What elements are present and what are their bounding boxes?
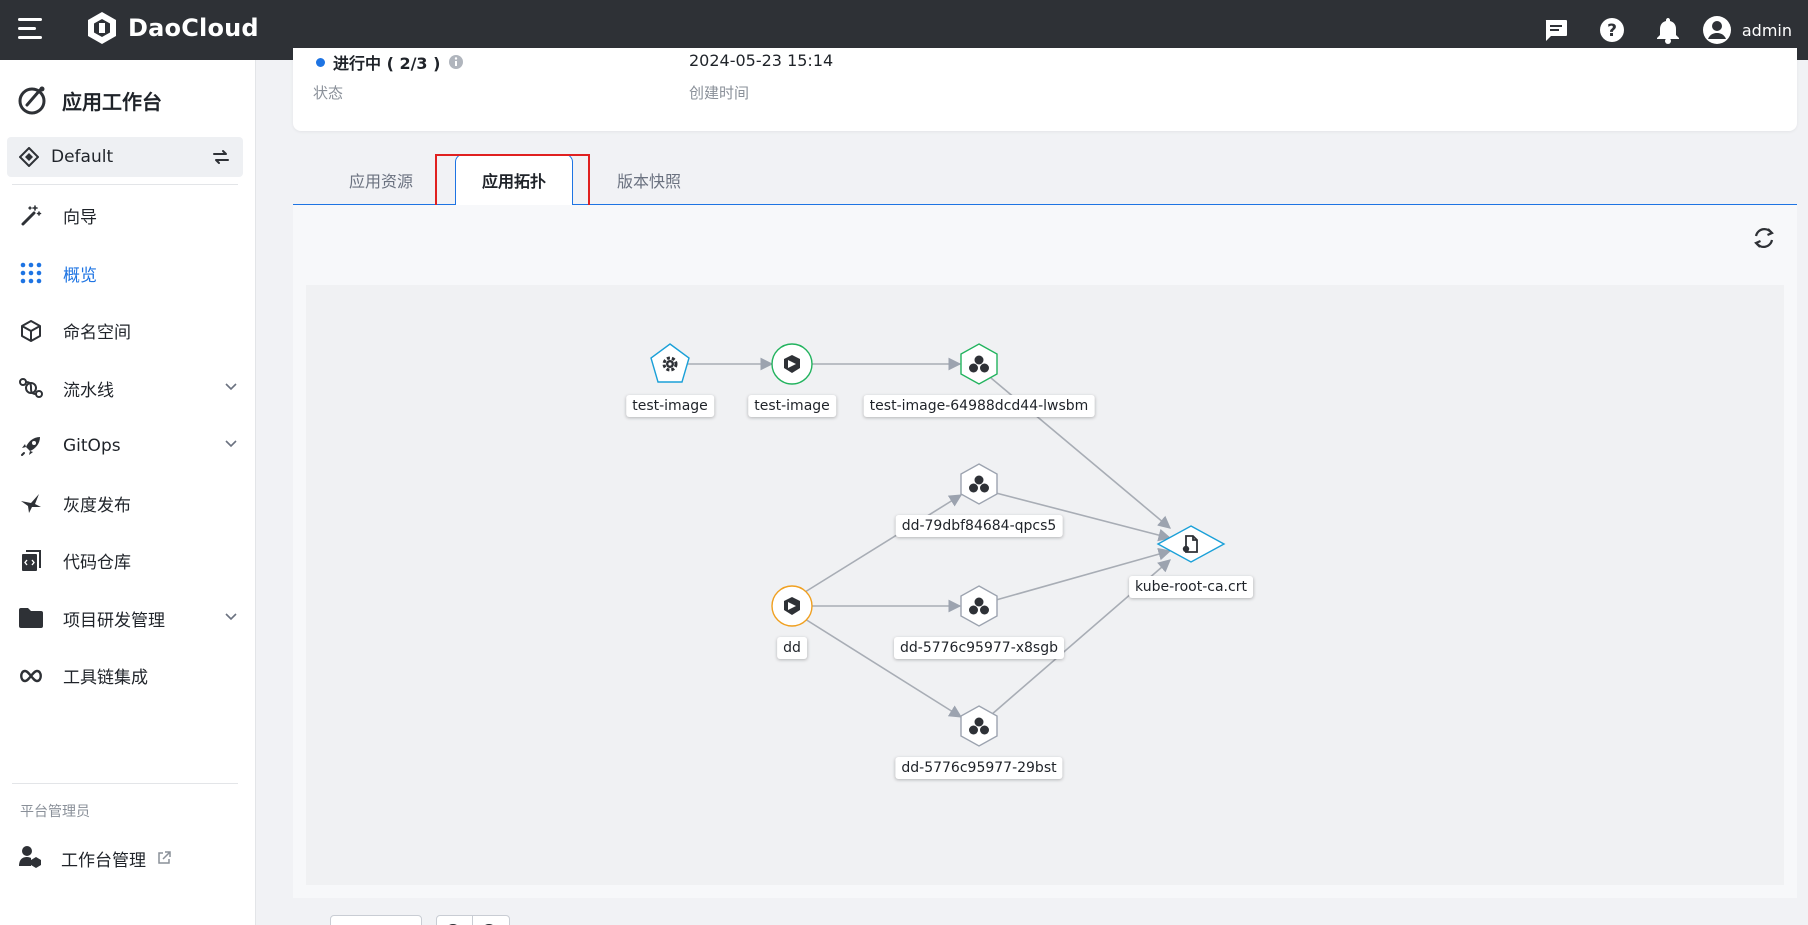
- sidebar-item-canary[interactable]: 灰度发布: [0, 475, 256, 533]
- message-icon[interactable]: [1528, 0, 1584, 60]
- info-card: 进行中 ( 2/3 ) 状态 2024-05-23 15:14 创建时间: [293, 48, 1797, 131]
- topology-node-dd[interactable]: [770, 584, 814, 628]
- sidebar-item-guide[interactable]: 向导: [0, 187, 256, 245]
- daocloud-logo-icon: [88, 12, 116, 44]
- topology-node-test-image-pod[interactable]: [957, 342, 1001, 386]
- sidebar-item-overview[interactable]: 概览: [0, 245, 256, 303]
- topology-node-dd-x8sgb[interactable]: [957, 584, 1001, 628]
- bird-icon: [18, 490, 44, 516]
- app-title: 应用工作台: [16, 84, 162, 116]
- sidebar-item-pipeline[interactable]: 流水线: [0, 360, 256, 418]
- zoom-out-button[interactable]: [473, 915, 510, 925]
- svg-text:?: ?: [1607, 21, 1617, 41]
- status-row: 进行中 ( 2/3 ): [316, 50, 464, 74]
- info-icon[interactable]: [448, 54, 464, 70]
- tab-version-snapshot[interactable]: 版本快照: [616, 171, 681, 191]
- gear-icon: [662, 356, 678, 372]
- pod-icon: [969, 717, 989, 735]
- node-label: test-image-64988dcd44-lwsbm: [863, 395, 1095, 417]
- zoom-controls: [436, 915, 510, 925]
- code-repo-icon: [18, 548, 44, 574]
- rocket-icon: [18, 433, 44, 459]
- sidebar-item-namespace[interactable]: 命名空间: [0, 302, 256, 360]
- divider: [12, 184, 238, 185]
- node-label: kube-root-ca.crt: [1129, 576, 1253, 598]
- edge-dd-to-qpcs5: [804, 494, 963, 593]
- created-label: 创建时间: [689, 84, 750, 102]
- topology-node-test-image-workload[interactable]: [770, 342, 814, 386]
- external-link-icon: [158, 851, 171, 864]
- highlight-box: [435, 154, 590, 212]
- brand-name: DaoCloud: [128, 14, 259, 42]
- cube-icon: [18, 318, 44, 344]
- topology-edges: [687, 357, 1172, 718]
- chevron-down-icon[interactable]: [224, 439, 238, 449]
- brand-logo[interactable]: DaoCloud: [84, 10, 259, 46]
- node-label: dd-5776c95977-29bst: [895, 757, 1063, 779]
- node-label: test-image: [748, 395, 836, 417]
- sidebar: 应用工作台 Default 向导 概览 命名空间 流水线 GitOps: [0, 60, 256, 925]
- deployment-icon: [784, 355, 800, 373]
- pod-icon: [969, 355, 989, 373]
- topology-node-test-image-source[interactable]: [648, 342, 692, 386]
- legend-button[interactable]: 图例: [330, 915, 422, 925]
- sidebar-item-gitops[interactable]: GitOps: [0, 417, 256, 475]
- user-name: admin: [1741, 20, 1792, 40]
- created-value: 2024-05-23 15:14: [689, 51, 834, 70]
- bell-icon[interactable]: [1640, 0, 1696, 60]
- topology-canvas[interactable]: test-image test-image test-image-64988dc…: [306, 285, 1784, 925]
- node-label: dd: [777, 637, 807, 659]
- status-value: 进行中 ( 2/3 ): [333, 54, 441, 73]
- workspace-name: Default: [51, 147, 114, 167]
- wand-icon: [18, 203, 44, 229]
- sidebar-item-project[interactable]: 项目研发管理: [0, 590, 256, 648]
- node-label: dd-5776c95977-x8sgb: [894, 637, 1064, 659]
- zoom-in-button[interactable]: [436, 915, 473, 925]
- folder-icon: [18, 605, 44, 631]
- pod-icon: [969, 597, 989, 615]
- workspace-selector[interactable]: Default: [7, 137, 243, 177]
- topology-node-dd-qpcs5[interactable]: [957, 462, 1001, 506]
- infinity-icon: [18, 663, 44, 689]
- sidebar-item-code-repo[interactable]: 代码仓库: [0, 532, 256, 590]
- divider: [12, 783, 238, 784]
- pod-icon: [969, 475, 989, 493]
- node-label: dd-79dbf84684-qpcs5: [895, 515, 1063, 537]
- sidebar-item-toolchain[interactable]: 工具链集成: [0, 647, 256, 705]
- edge-qpcs5-to-configmap: [995, 492, 1172, 542]
- status-dot: [316, 57, 325, 67]
- section-label: 平台管理员: [20, 804, 90, 820]
- tab-app-resources[interactable]: 应用资源: [348, 171, 413, 191]
- topology-node-dd-29bst[interactable]: [957, 704, 1001, 748]
- menu-toggle-icon[interactable]: [18, 18, 44, 40]
- user-admin-icon: [18, 844, 42, 872]
- user-menu[interactable]: admin: [1696, 15, 1808, 45]
- node-label: test-image: [626, 395, 714, 417]
- deployment-icon: [784, 597, 800, 615]
- refresh-icon[interactable]: [1749, 223, 1779, 253]
- edge-x8sgb-to-configmap: [995, 547, 1172, 601]
- configmap-icon: [1182, 535, 1198, 553]
- topology-panel: test-image test-image test-image-64988dc…: [293, 205, 1797, 925]
- grid-icon: [18, 260, 44, 286]
- help-icon[interactable]: ?: [1584, 0, 1640, 60]
- sidebar-item-workbench-admin[interactable]: 工作台管理: [18, 844, 172, 872]
- edge-dd-to-29bst: [804, 618, 963, 718]
- chevron-down-icon[interactable]: [224, 382, 238, 392]
- chevron-down-icon[interactable]: [224, 612, 238, 622]
- topology-toolbar: [293, 205, 1797, 271]
- topology-node-kube-root-ca[interactable]: [1156, 522, 1226, 566]
- sidebar-nav: 向导 概览 命名空间 流水线 GitOps 灰度发布 代码仓库: [0, 187, 256, 705]
- workbench-icon: [18, 86, 46, 115]
- switch-icon[interactable]: [211, 147, 231, 167]
- avatar-icon: [1702, 16, 1731, 44]
- status-label: 状态: [313, 84, 344, 102]
- pipeline-icon: [18, 375, 44, 401]
- workspace-icon: [19, 147, 39, 167]
